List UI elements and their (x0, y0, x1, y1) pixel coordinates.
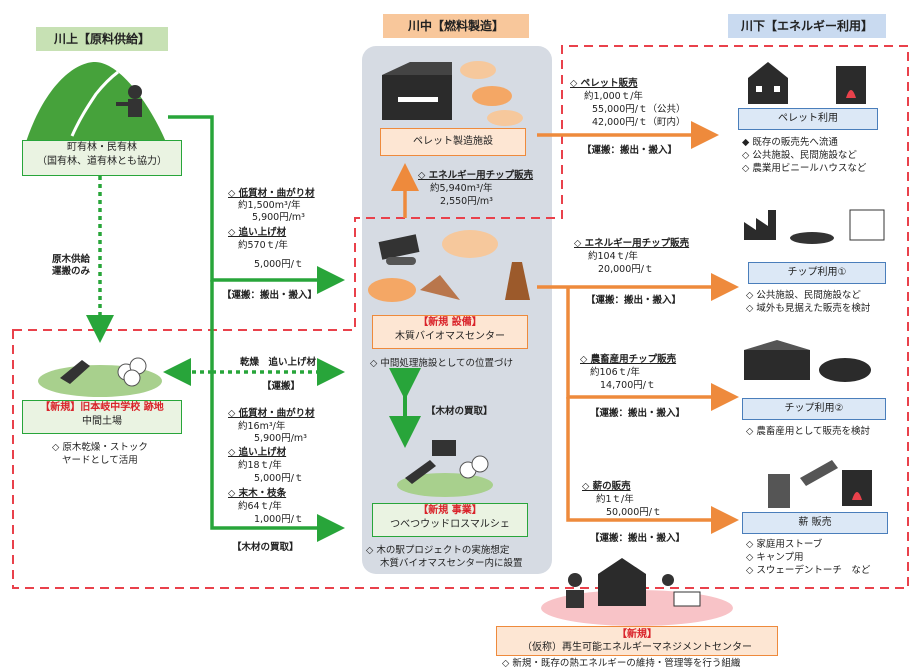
chip1-transport: 【運搬：搬出・搬入】 (586, 295, 682, 306)
yard-note-1: ◇ 原木乾燥・ストック (52, 442, 148, 453)
yard-note-2: ヤードとして活用 (62, 455, 138, 466)
yard-illustration (38, 357, 162, 397)
chip1-note-2: ◇ 域外も見据えた販売を検討 (746, 303, 871, 314)
chip2-use-box: チップ利用② (742, 398, 886, 420)
chip2-sale-title: ◇ 農畜産用チップ販売 (580, 354, 677, 365)
flow-center-item-2-line-1: 約570ｔ/年 (238, 240, 288, 251)
market-illustration (397, 440, 493, 497)
yard-box: 【新規】旧本岐中学校 跡地 中間土場 (22, 400, 182, 434)
management-name: （仮称）再生可能エネルギーマネジメントセンター (522, 642, 752, 653)
biomass-center-box: 【新規 設備】 木質バイオマスセンター (372, 315, 528, 349)
pellet-transport: 【運搬：搬出・搬入】 (582, 145, 678, 156)
header-upstream: 川上【原料供給】 (36, 27, 168, 51)
pellet-sale-line-2: 55,000円/ｔ（公共） (592, 104, 686, 115)
management-box: 【新規】 （仮称）再生可能エネルギーマネジメントセンター (496, 626, 778, 656)
chip-sale-line-1: 約5,940m³/年 (430, 183, 493, 194)
management-illustration (541, 558, 733, 626)
firewood-note-3: ◇ スウェーデントーチ など (746, 565, 871, 576)
firewood-sale-line-2: 50,000円/ｔ (606, 507, 662, 518)
flow-market-item-2-title: ◇ 追い上げ材 (228, 447, 287, 458)
chip1-sale-line-1: 約104ｔ/年 (588, 251, 638, 262)
chip-sale-title: ◇ エネルギー用チップ販売 (418, 170, 534, 181)
flow-market-item-3-title: ◇ 末木・枝条 (228, 488, 287, 499)
header-midstream: 川中【燃料製造】 (383, 14, 529, 38)
forest-sub: （国有林、道有林とも協力） (37, 156, 167, 167)
flow-center-item-1-line-1: 約1,500m³/年 (238, 200, 301, 211)
flow-center-item-1-title: ◇ 低質材・曲がり材 (228, 188, 315, 199)
pellet-use-illustration (748, 62, 866, 104)
chip2-note-1: ◇ 農畜産用として販売を検討 (746, 426, 871, 437)
center-name: 木質バイオマスセンター (395, 331, 505, 342)
chip2-transport: 【運搬：搬出・搬入】 (590, 408, 686, 419)
flow-market-item-1-line-1: 約16m³/年 (238, 421, 286, 432)
wood-purchase: 【木材の買取】 (426, 406, 493, 417)
firewood-note-2: ◇ キャンプ用 (746, 552, 804, 563)
pellet-sale-line-1: 約1,000ｔ/年 (584, 91, 643, 102)
pellet-facility-box: ペレット製造施設 (380, 128, 526, 156)
yard-link-transport: 【運搬】 (262, 381, 301, 392)
market-name: つべつウッドロスマルシェ (390, 519, 510, 530)
firewood-illustration (768, 460, 872, 508)
header-downstream: 川下【エネルギー利用】 (728, 14, 886, 38)
firewood-sale-line-1: 約1ｔ/年 (596, 494, 634, 505)
center-tag: 【新規 設備】 (418, 317, 482, 328)
pellet-sale-title: ◇ ペレット販売 (570, 78, 638, 89)
firewood-note-1: ◇ 家庭用ストーブ (746, 539, 823, 550)
arrow-center-to-firewood (566, 397, 739, 534)
arrow-forest-to-market (210, 280, 345, 542)
flow-center-item-1-line-2: 5,900円/m³ (252, 212, 305, 223)
flow-market-item-3-line-1: 約64ｔ/年 (238, 501, 282, 512)
flow-market-item-2-line-1: 約18ｔ/年 (238, 460, 282, 471)
firewood-sale-title: ◇ 薪の販売 (582, 481, 631, 492)
yard-title: 【新規】旧本岐中学校 跡地 (40, 402, 164, 413)
chip1-sale-line-2: 20,000円/ｔ (598, 264, 654, 275)
livestock-use-illustration (744, 340, 871, 382)
yard-sub: 中間土場 (82, 416, 122, 427)
flow-center-item-2-title: ◇ 追い上げ材 (228, 227, 287, 238)
flow-center-item-2-line-2: 5,000円/ｔ (254, 259, 304, 270)
chip-use-illustration (744, 209, 885, 244)
chip2-sale-line-1: 約106ｔ/年 (590, 367, 640, 378)
flow-center-transport: 【運搬：搬出・搬入】 (222, 290, 318, 301)
chip2-sale-line-2: 14,700円/ｔ (600, 380, 656, 391)
center-note: ◇ 中間処理施設としての位置づけ (370, 358, 514, 369)
chip1-note-1: ◇ 公共施設、民間施設など (746, 290, 861, 301)
market-box: 【新規 事業】 つべつウッドロスマルシェ (372, 503, 528, 537)
flow-market-item-1-line-2: 5,900円/m³ (254, 433, 307, 444)
pellet-facility-illustration (382, 61, 523, 126)
yard-link-label: 乾燥 追い上げ材 (240, 357, 317, 368)
market-tag: 【新規 事業】 (418, 505, 482, 516)
flow-market-item-1-title: ◇ 低質材・曲がり材 (228, 408, 315, 419)
pellet-use-box: ペレット利用 (738, 108, 878, 130)
supply-note-2: 運搬のみ (52, 266, 91, 277)
forest-box: 町有林・民有林 （国有林、道有林とも協力） (22, 140, 182, 176)
flow-market-purchase: 【木材の買取】 (232, 542, 299, 553)
chip1-sale-title: ◇ エネルギー用チップ販売 (574, 238, 690, 249)
supply-note-1: 原木供給 (52, 254, 91, 265)
market-note-1: ◇ 木の駅プロジェクトの実施想定 (366, 545, 510, 556)
flow-market-item-2-line-2: 5,000円/ｔ (254, 473, 304, 484)
chip1-use-box: チップ利用① (748, 262, 886, 284)
pellet-note-2: ◇ 公共施設、民間施設など (742, 150, 857, 161)
pellet-sale-line-3: 42,000円/ｔ（町内） (592, 117, 686, 128)
forest-label: 町有林・民有林 (67, 142, 137, 153)
forest-illustration (26, 62, 166, 142)
chip-sale-line-2: 2,550円/m³ (440, 196, 493, 207)
management-scope-outline (12, 45, 909, 589)
pellet-note-3: ◇ 農業用ビニールハウスなど (742, 163, 867, 174)
arrow-forest-to-center (168, 115, 345, 294)
market-note-2: 木質バイオマスセンター内に設置 (380, 558, 523, 569)
pellet-note-1: ◆ 既存の販売先へ流通 (742, 137, 838, 148)
management-note: ◇ 新規・既存の熱エネルギーの維持・管理等を行う組織 (502, 658, 741, 669)
firewood-use-box: 薪 販売 (742, 512, 888, 534)
biomass-center-illustration (368, 230, 530, 302)
management-tag: 【新規】 (617, 629, 657, 640)
firewood-transport: 【運搬：搬出・搬入】 (590, 533, 686, 544)
flow-market-item-3-line-2: 1,000円/ｔ (254, 514, 304, 525)
